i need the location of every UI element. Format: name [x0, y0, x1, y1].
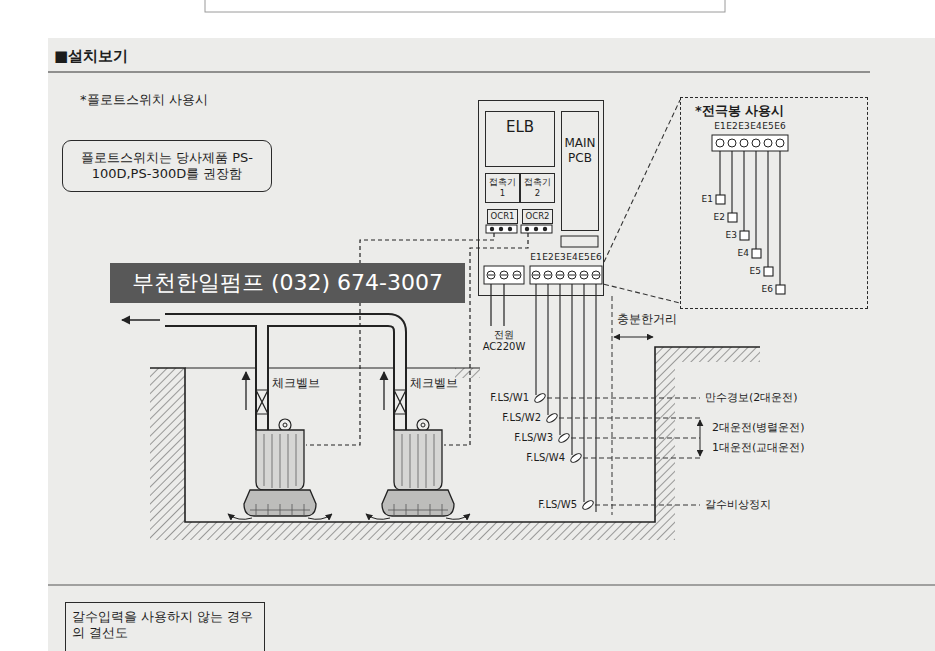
electrode-terminal-block: [530, 266, 602, 284]
dimension-label: 충분한거리: [617, 312, 677, 326]
slab-line: [185, 367, 480, 368]
pcb-connector: [561, 236, 598, 247]
terminal-label: E2: [542, 252, 554, 263]
terminal-label: E2: [726, 121, 738, 132]
level-label: 1대운전(교대운전): [712, 441, 805, 454]
electrode-terminal-block: [712, 135, 788, 151]
terminal-label: E5: [747, 266, 761, 277]
power-label: 전원 AC220W: [478, 329, 530, 353]
ground-hatching: [150, 347, 760, 540]
float-switch-label: F.LS/W3: [503, 432, 553, 444]
check-valve-symbol: [394, 390, 406, 414]
discharge-pipe: [165, 320, 400, 430]
contactor-box: 접촉기1: [485, 173, 520, 203]
terminal-label: E1: [530, 252, 542, 263]
electrode-rod: [716, 151, 785, 294]
terminal-label: E1: [699, 194, 713, 205]
box-text: 플로트스위치는 당사제품 PS-100D,PS-300D를 권장함: [69, 150, 265, 183]
flow-arrow: [383, 372, 384, 410]
terminal-label: E4: [566, 252, 578, 263]
valve-label: 체크벨브: [272, 376, 320, 390]
float-switch-label: F.LS/W4: [515, 452, 565, 464]
box-text: OCR1: [491, 211, 515, 222]
power-terminal-block: [484, 266, 524, 284]
ocr-terminals: [486, 225, 552, 233]
note-box: 갈수입력을 사용하지 않는 경우의 결선도: [65, 602, 265, 651]
float-switch-label: F.LS/W1: [479, 392, 529, 404]
terminal-label: E5: [578, 252, 590, 263]
level-label: 갈수비상정지: [705, 498, 771, 511]
float-switch-label: F.LS/W5: [527, 499, 577, 511]
contactor-box: 접촉기2: [520, 173, 555, 203]
terminal-label: E6: [590, 252, 602, 263]
level-label: 만수경보(2대운전): [705, 391, 798, 404]
submersible-pump: [366, 419, 470, 519]
watermark: 부천한일펌프 (032) 674-3007: [110, 263, 465, 303]
terminal-label: *전극봉 사용시: [695, 103, 784, 119]
terminal-label: E2: [711, 212, 725, 223]
terminal-label: E3: [723, 230, 737, 241]
page-title: ■설치보기: [54, 47, 128, 65]
title-rule: [48, 71, 870, 72]
float-switch-label: F.LS/W2: [491, 412, 541, 424]
box-text: 갈수입력을 사용하지 않는 경우의 결선도: [72, 609, 258, 642]
main-pcb-box: MAIN PCB: [561, 111, 599, 231]
terminal-label: E6: [759, 284, 773, 295]
note-label: *플로트스위치 사용시: [80, 92, 208, 108]
box-text: 접촉기1: [487, 177, 518, 198]
detail-leader: [604, 100, 680, 262]
float-switch-symbol: [533, 392, 594, 511]
level-label: 2대운전(병렬운전): [712, 421, 805, 434]
pit-outline: [150, 347, 760, 522]
reference-line: [612, 296, 613, 515]
ocr-box: OCR2: [522, 209, 553, 224]
power-wire: [491, 284, 504, 326]
valve-label: 체크벨브: [410, 376, 458, 390]
terminal-label: E1: [714, 121, 726, 132]
box-text: OCR2: [526, 211, 550, 222]
elb-box: ELB: [485, 111, 555, 167]
box-text: ELB: [506, 118, 534, 137]
box-text: MAIN PCB: [564, 136, 596, 166]
terminal-label: E4: [750, 121, 762, 132]
level-line: [547, 398, 700, 505]
dimension-arrow: [614, 337, 653, 338]
electrode-option-box: *전극봉 사용시E1E2E3E4E5E6E1E2E3E4E5E6: [680, 97, 868, 309]
flow-arrow: [122, 319, 160, 320]
paper: [48, 38, 935, 651]
control-panel: E1E2E3E4E5E6 ELB MAIN PCB 접촉기1접촉기2OCR1 OCR2: [478, 100, 604, 296]
terminal-label: E5: [762, 121, 774, 132]
check-valve-symbol: [256, 390, 268, 414]
terminal-label: E4: [735, 248, 749, 259]
box-text: 접촉기2: [522, 177, 553, 198]
ocr-box: OCR1: [487, 209, 518, 224]
dashed-connector: [604, 284, 680, 303]
note-box: 플로트스위치는 당사제품 PS-100D,PS-300D를 권장함: [62, 140, 272, 192]
submersible-pump: [228, 419, 332, 519]
terminal-label: E6: [774, 121, 786, 132]
section-rule: [48, 585, 935, 586]
terminal-label: E3: [554, 252, 566, 263]
terminal-label: E3: [738, 121, 750, 132]
top-frame: [205, 0, 725, 12]
flow-arrow: [245, 372, 246, 410]
level-bracket: [700, 420, 701, 456]
